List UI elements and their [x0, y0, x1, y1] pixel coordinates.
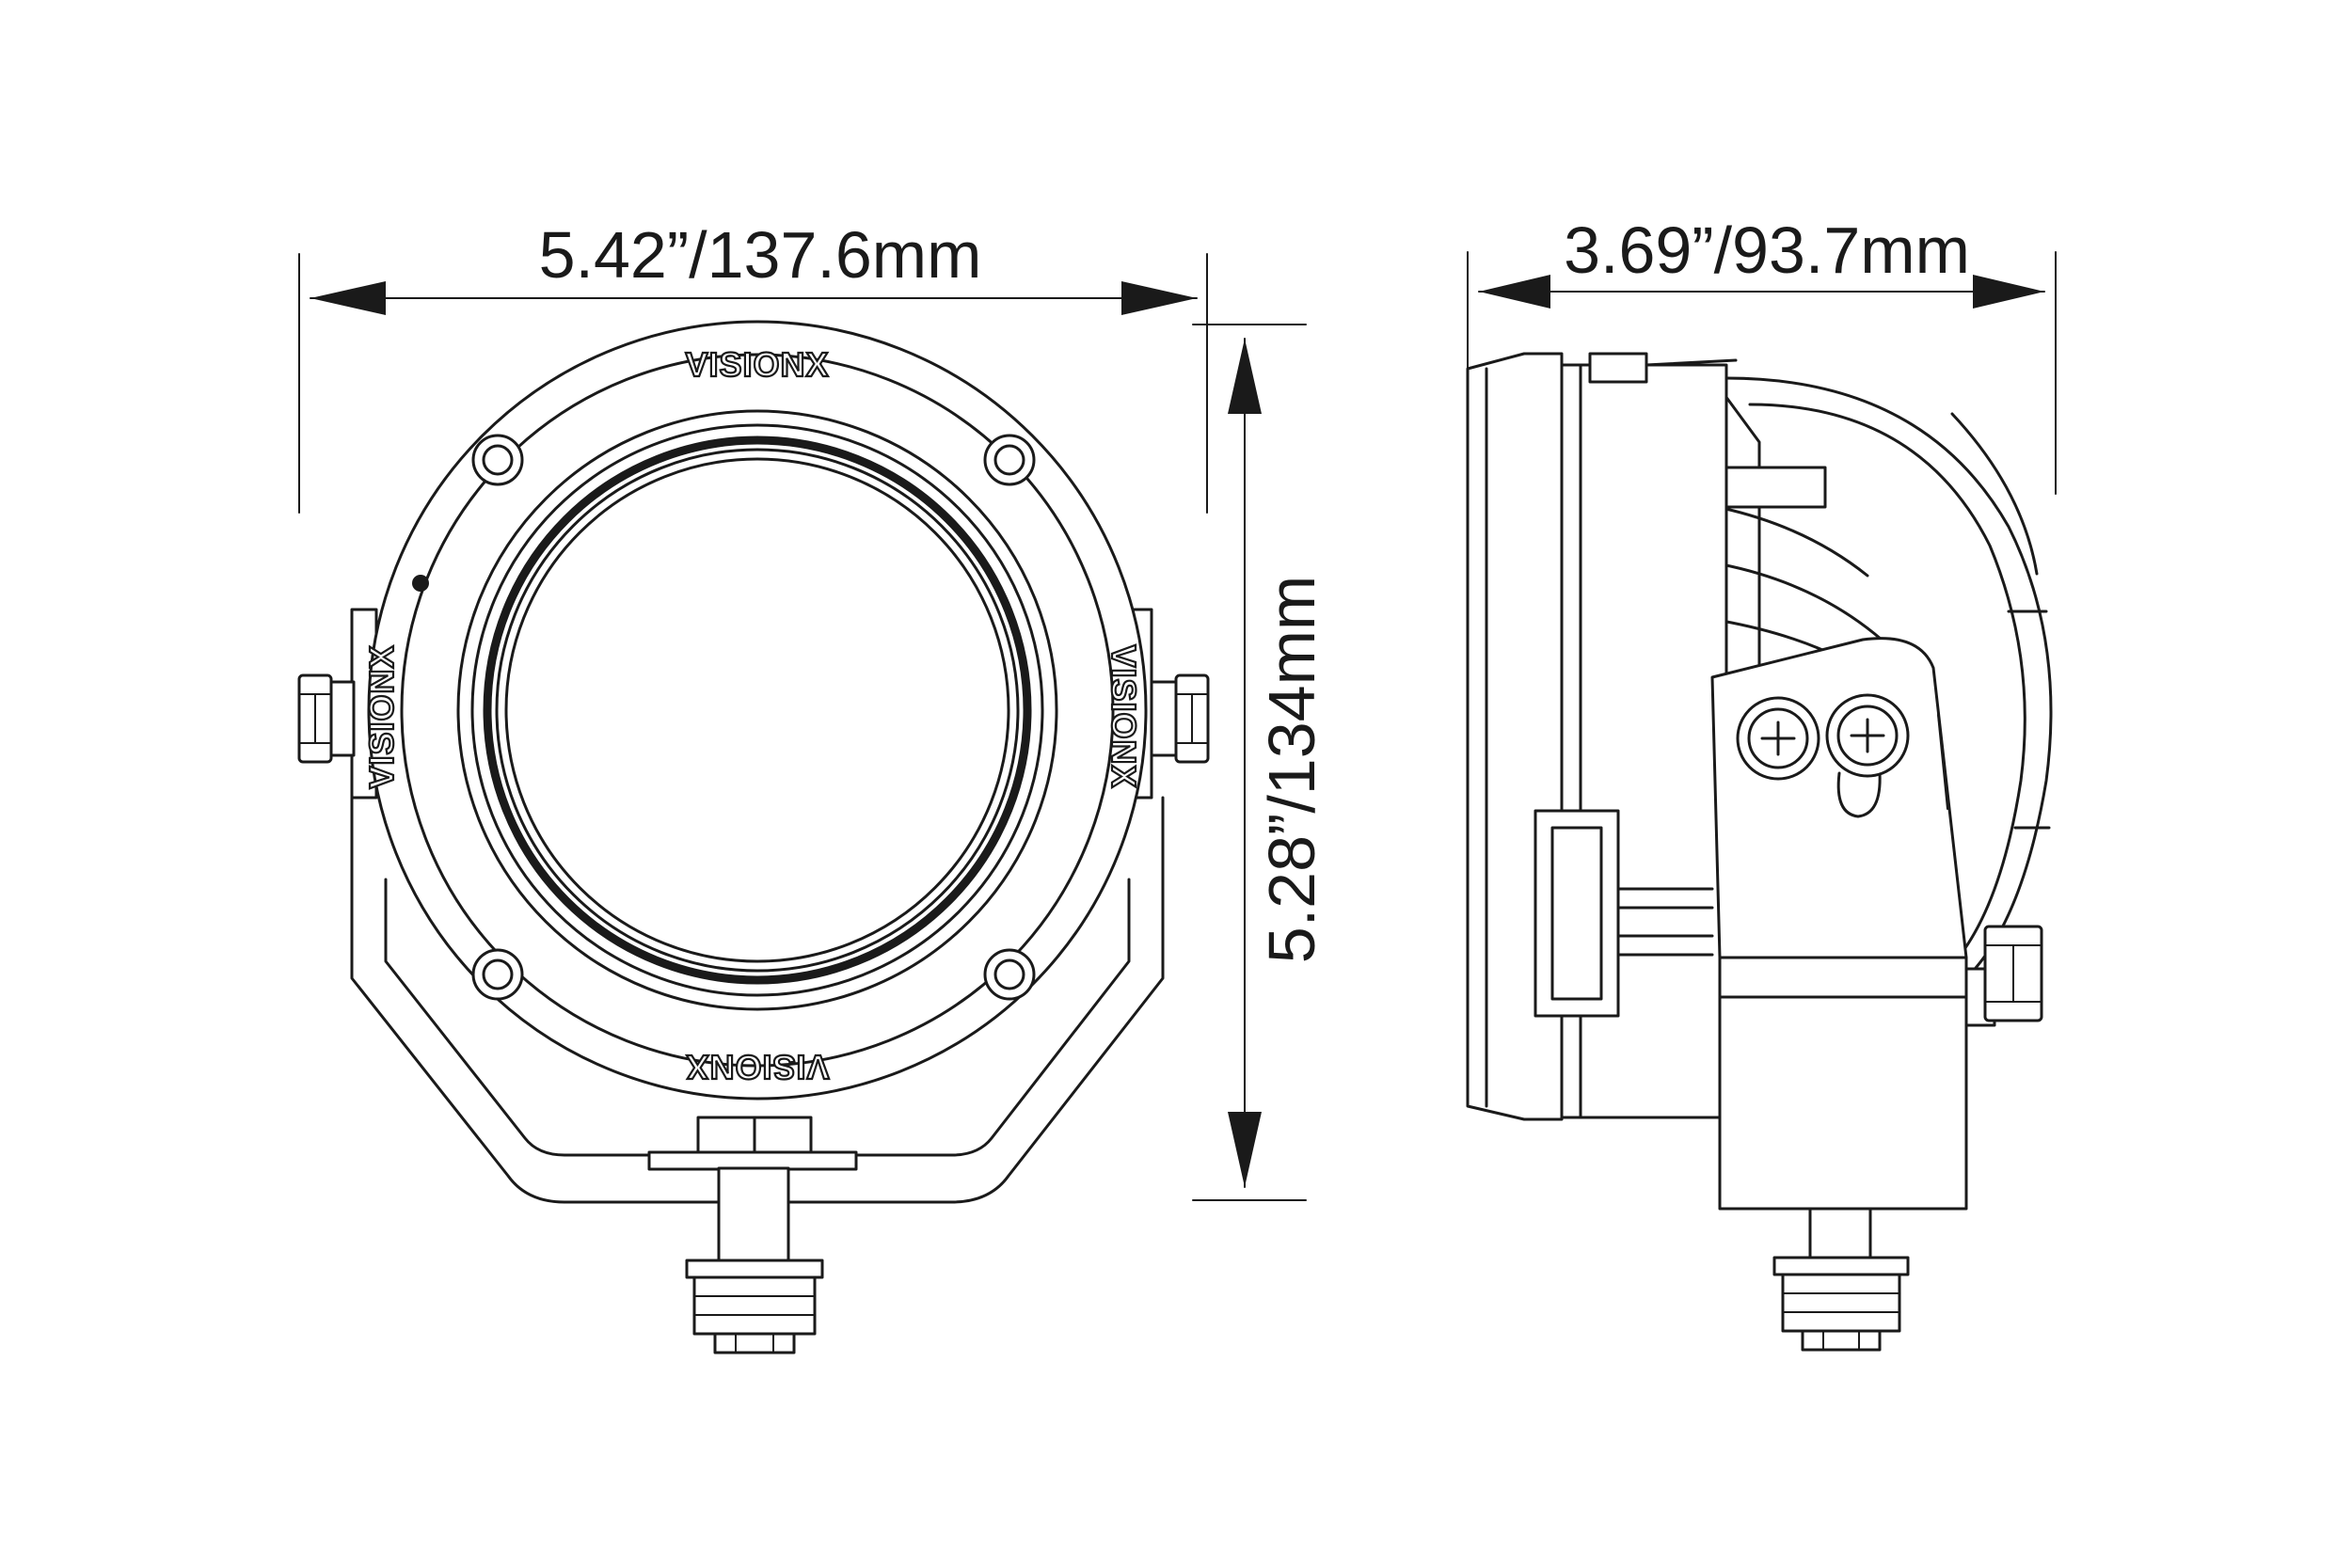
arrow-up-icon: [1228, 339, 1262, 414]
arrow-left-icon: [1479, 275, 1550, 309]
logo-left: VISIONX: [362, 644, 401, 788]
height-dimension: 5.28”/134mm: [1192, 324, 1328, 1201]
lens: [504, 457, 1010, 963]
lens-seal-ring: [483, 436, 1032, 985]
bezel-screw-top-left: [471, 434, 524, 486]
arrow-left-icon: [310, 281, 386, 315]
bezel-screw-top-right: [983, 434, 1036, 486]
side-view: [1466, 352, 2053, 1352]
bottom-mount-stud: [647, 1116, 858, 1354]
depth-dimension: 3.69”/93.7mm: [1467, 214, 2057, 495]
indicator-dot: [412, 575, 429, 592]
width-dimension: 5.42”/137.6mm: [298, 218, 1208, 514]
arrow-right-icon: [1973, 275, 2044, 309]
adjustment-knob-right: [1825, 693, 1910, 778]
housing-inner-ring: [400, 353, 1115, 1068]
bezel-screw-bottom-left: [471, 948, 524, 1001]
adjustment-knob-left: [1736, 696, 1820, 781]
front-view: VISIONX VISIONX VISIONX VISIONX: [297, 320, 1210, 1354]
lens-bezel-ring: [456, 409, 1058, 1011]
housing-outer-ring: [367, 320, 1148, 1101]
side-bottom-stud: [1772, 1207, 1910, 1352]
bezel-screw-bottom-right: [983, 948, 1036, 1001]
side-bolt: [1964, 925, 2043, 1027]
height-label: 5.28”/134mm: [1255, 576, 1328, 963]
logo-top: VISIONX: [685, 345, 829, 384]
arrow-down-icon: [1228, 1112, 1262, 1187]
width-label: 5.42”/137.6mm: [539, 218, 982, 292]
logo-right: VISIONX: [1104, 644, 1143, 788]
depth-label: 3.69”/93.7mm: [1564, 214, 1970, 287]
side-bracket-arm: [1710, 637, 1968, 1211]
arrow-right-icon: [1121, 281, 1197, 315]
connector-clip: [1534, 809, 1714, 1018]
logo-bottom: VISIONX: [685, 1048, 829, 1086]
